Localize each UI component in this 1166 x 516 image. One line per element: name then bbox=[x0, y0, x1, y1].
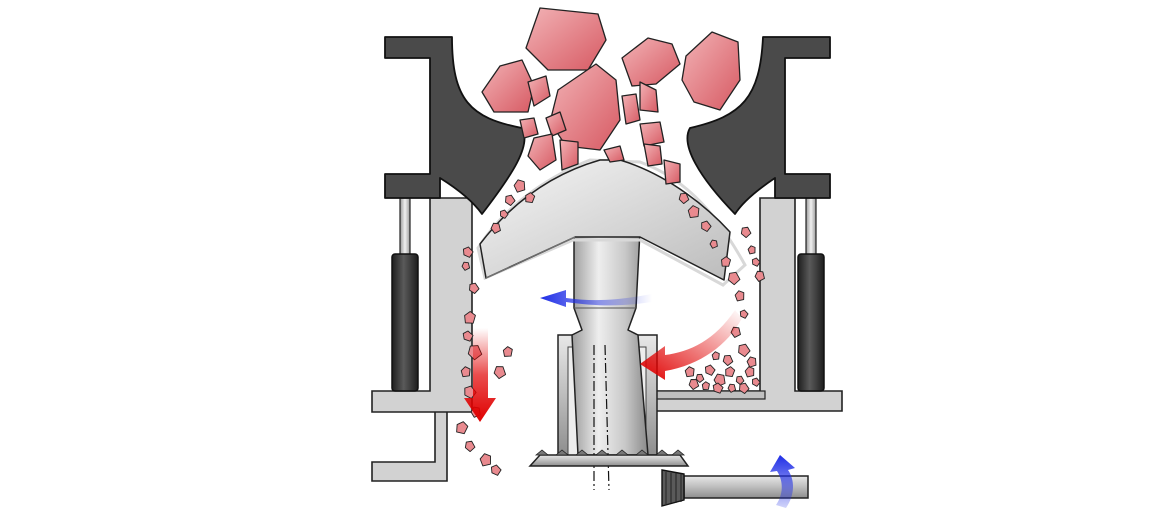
hydraulic-cylinder-left bbox=[391, 197, 419, 392]
upper-frame-concave bbox=[384, 36, 831, 215]
crushed-fragment bbox=[747, 245, 756, 255]
crushed-fragment bbox=[678, 192, 690, 205]
crushed-fragment bbox=[721, 256, 731, 267]
feed-rock bbox=[621, 93, 641, 125]
crushed-fragment bbox=[701, 381, 710, 390]
feed-rock bbox=[663, 159, 681, 185]
feed-rock bbox=[681, 31, 741, 111]
crushed-fragment bbox=[461, 261, 471, 271]
feed-rock bbox=[639, 121, 665, 147]
drive-rotation-arrow bbox=[770, 455, 795, 508]
material-flow-down-arrow bbox=[464, 328, 496, 422]
feed-rock bbox=[621, 37, 681, 87]
feed-rock bbox=[559, 139, 579, 171]
crushed-fragment bbox=[722, 354, 734, 367]
crushed-fragment bbox=[684, 366, 695, 378]
crushed-fragment bbox=[727, 271, 741, 286]
crushed-fragment bbox=[709, 239, 718, 249]
crushed-fragment bbox=[739, 382, 750, 395]
crushed-fragment bbox=[754, 270, 765, 282]
crushed-fragment bbox=[513, 179, 526, 193]
crushed-fragment bbox=[738, 343, 751, 358]
crushed-fragment bbox=[500, 209, 509, 219]
feed-rock bbox=[549, 63, 621, 151]
feed-rock bbox=[525, 7, 607, 71]
shaft-gyration-arrow bbox=[540, 290, 652, 307]
crushed-product bbox=[456, 179, 765, 476]
crushed-fragment bbox=[704, 364, 716, 376]
crushed-fragment bbox=[502, 346, 513, 357]
feed-rock bbox=[643, 143, 663, 167]
pinion-drive-shaft bbox=[661, 469, 809, 507]
crushed-fragment bbox=[464, 311, 476, 324]
crushed-fragment bbox=[711, 351, 720, 361]
crushed-fragment bbox=[479, 453, 492, 467]
crushed-fragment bbox=[490, 464, 502, 476]
bevel-gear bbox=[528, 449, 690, 467]
crushed-fragment bbox=[744, 366, 755, 378]
crushed-fragment bbox=[727, 383, 737, 393]
crushed-fragment bbox=[740, 226, 752, 239]
crushed-fragment bbox=[462, 246, 474, 258]
crushed-fragment bbox=[701, 220, 712, 232]
crushed-fragment bbox=[460, 366, 471, 378]
crushed-fragment bbox=[469, 282, 480, 295]
crushed-fragment bbox=[734, 290, 745, 302]
crushed-fragment bbox=[752, 377, 761, 387]
hydraulic-cylinder-right bbox=[797, 197, 825, 392]
crushed-fragment bbox=[464, 440, 476, 453]
crushed-fragment bbox=[712, 382, 724, 394]
material-flow-in-arrow bbox=[640, 310, 742, 380]
crushed-fragment bbox=[725, 366, 736, 378]
feed-rock bbox=[639, 81, 659, 113]
crushed-fragment bbox=[456, 421, 469, 435]
feed-rock bbox=[481, 59, 535, 113]
feed-rocks bbox=[481, 7, 741, 185]
mantle-cone bbox=[476, 158, 747, 287]
feed-rock bbox=[527, 75, 551, 107]
crushed-fragment bbox=[746, 356, 757, 368]
crushed-fragment bbox=[525, 192, 536, 204]
feed-rock bbox=[519, 117, 539, 139]
crushed-fragment bbox=[688, 379, 700, 390]
crushed-fragment bbox=[739, 309, 749, 319]
crushed-fragment bbox=[695, 373, 705, 383]
crushed-fragment bbox=[687, 205, 700, 219]
crushed-fragment bbox=[490, 222, 501, 234]
crushed-fragment bbox=[462, 330, 474, 342]
crushed-fragment bbox=[735, 375, 745, 385]
feed-rock bbox=[603, 145, 625, 163]
feed-rock bbox=[545, 111, 567, 137]
crushed-fragment bbox=[751, 257, 761, 267]
feed-rock bbox=[527, 133, 557, 171]
crushed-fragment bbox=[505, 194, 516, 207]
crushed-fragment bbox=[493, 366, 507, 380]
